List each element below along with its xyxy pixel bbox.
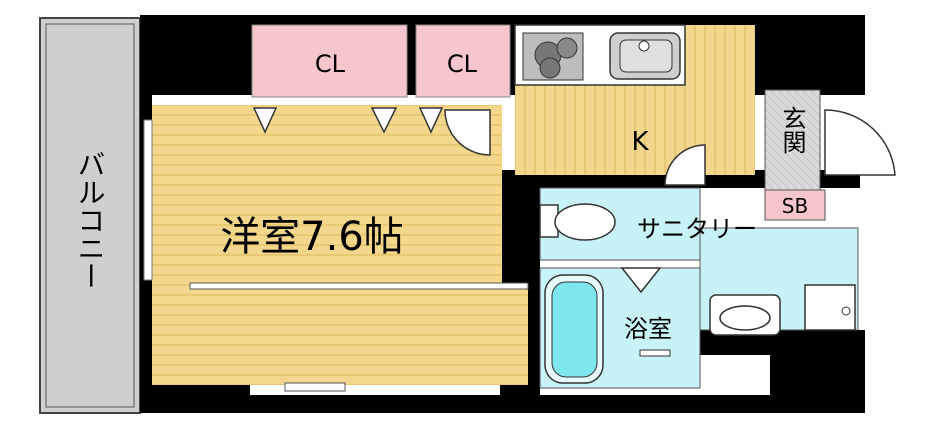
closet-1 <box>251 24 408 134</box>
stove-burner-icon <box>539 57 561 79</box>
sink-drain-icon <box>638 40 650 52</box>
entrance-area <box>764 89 896 221</box>
kitchen-label: K <box>631 127 649 157</box>
entrance-label: 玄関 <box>778 106 806 154</box>
toilet-icon <box>554 203 616 241</box>
western-room-label: 洋室7.6帖 <box>220 214 404 260</box>
closet-2 <box>415 24 511 134</box>
balcony-label: バルコニー <box>74 150 107 290</box>
kitchen-area <box>444 24 755 186</box>
closet-1-label: CL <box>315 50 346 78</box>
sanitary-label: サニタリー <box>637 215 757 243</box>
bathroom-label: 浴室 <box>624 315 672 343</box>
balcony-area <box>39 17 141 414</box>
western-room-floor <box>143 105 529 392</box>
stove-burner-icon <box>556 37 578 59</box>
shoe-box-label: SB <box>782 194 808 218</box>
washing-machine-drain-icon <box>841 306 851 316</box>
closet-2-label: CL <box>447 50 478 78</box>
sanitary-area <box>539 187 859 336</box>
washbasin-icon <box>719 305 771 331</box>
bathroom-area <box>539 267 701 389</box>
